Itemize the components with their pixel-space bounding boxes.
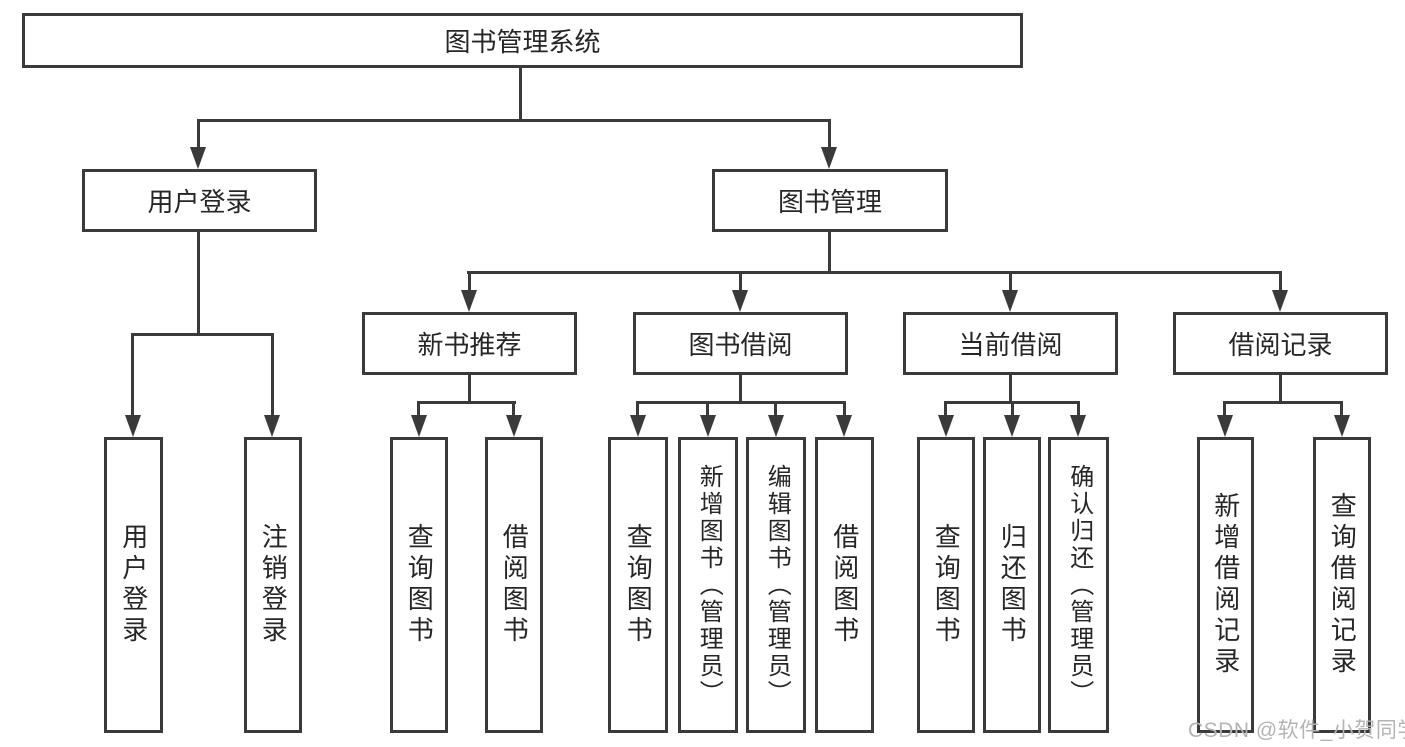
node-user-login: 用户登录 <box>82 169 317 232</box>
arrow-down-icon <box>700 415 716 437</box>
arrow-down-icon <box>836 415 852 437</box>
connector-line <box>1340 401 1343 416</box>
node-label: 新增借阅记录 <box>1210 492 1241 678</box>
leaf-br-query-record: 查询借阅记录 <box>1313 437 1371 733</box>
connector-line <box>1009 375 1012 404</box>
arrow-down-icon <box>264 415 280 437</box>
node-label: 查询图书 <box>404 523 435 647</box>
connector-line <box>828 119 831 150</box>
node-label: 查询图书 <box>931 523 962 647</box>
connector-line <box>467 271 1281 274</box>
leaf-nbr-borrow-books: 借阅图书 <box>485 437 543 733</box>
connector-line <box>1077 401 1080 416</box>
node-label: 用户登录 <box>118 523 149 647</box>
connector-line <box>519 68 522 122</box>
leaf-cb-confirm-return-admin: 确认归还（管理员） <box>1048 437 1109 733</box>
connector-line <box>944 401 947 416</box>
node-label: 新增图书（管理员） <box>695 463 723 707</box>
connector-line <box>1279 271 1282 292</box>
node-label: 图书借阅 <box>688 330 793 360</box>
arrow-down-icon <box>732 290 748 312</box>
arrow-down-icon <box>461 290 477 312</box>
leaf-bb-borrow-books: 借阅图书 <box>815 437 874 733</box>
node-label: 归还图书 <box>997 523 1028 647</box>
node-library-system: 图书管理系统 <box>22 13 1023 68</box>
connector-line <box>197 119 831 122</box>
node-label: 查询借阅记录 <box>1327 492 1358 678</box>
connector-line <box>843 401 846 416</box>
arrow-down-icon <box>1002 290 1018 312</box>
connector-line <box>417 401 516 404</box>
arrow-down-icon <box>1272 290 1288 312</box>
leaf-logout: 注销登录 <box>244 437 302 733</box>
node-book-borrowing: 图书借阅 <box>633 312 848 375</box>
connector-line <box>739 375 742 404</box>
connector-line <box>1223 401 1226 416</box>
node-current-borrowing: 当前借阅 <box>903 312 1118 375</box>
leaf-user-login: 用户登录 <box>104 437 163 733</box>
connector-line <box>1009 271 1012 292</box>
arrow-down-icon <box>630 415 646 437</box>
node-label: 编辑图书（管理员） <box>763 463 791 707</box>
leaf-cb-return-books: 归还图书 <box>983 437 1041 733</box>
connector-line <box>636 401 639 416</box>
node-label: 借阅图书 <box>499 523 530 647</box>
node-label: 注销登录 <box>258 523 289 647</box>
arrow-down-icon <box>125 415 141 437</box>
connector-line <box>512 401 515 416</box>
connector-line <box>197 119 200 150</box>
connector-line <box>131 333 274 336</box>
arrow-down-icon <box>821 147 837 169</box>
connector-line <box>131 333 134 415</box>
arrow-down-icon <box>411 415 427 437</box>
leaf-nbr-query-books: 查询图书 <box>390 437 448 733</box>
arrow-down-icon <box>506 415 522 437</box>
connector-line <box>706 401 709 416</box>
connector-line <box>1279 375 1282 404</box>
connector-line <box>468 375 471 404</box>
node-label: 新书推荐 <box>417 330 522 360</box>
connector-line <box>417 401 420 416</box>
connector-line <box>739 271 742 292</box>
node-book-management: 图书管理 <box>712 169 948 232</box>
node-label: 借阅图书 <box>829 523 860 647</box>
leaf-bb-edit-books-admin: 编辑图书（管理员） <box>746 437 806 733</box>
node-label: 借阅记录 <box>1228 330 1333 360</box>
arrow-down-icon <box>190 147 206 169</box>
arrow-down-icon <box>1334 415 1350 437</box>
leaf-br-add-record: 新增借阅记录 <box>1197 437 1254 733</box>
arrow-down-icon <box>1070 415 1086 437</box>
node-label: 图书管理 <box>777 187 882 217</box>
node-label: 当前借阅 <box>958 330 1063 360</box>
connector-line <box>271 333 274 415</box>
node-label: 确认归还（管理员） <box>1065 463 1093 707</box>
connector-line <box>197 232 200 336</box>
arrow-down-icon <box>938 415 954 437</box>
connector-line <box>828 232 831 274</box>
arrow-down-icon <box>1004 415 1020 437</box>
connector-line <box>774 401 777 416</box>
connector-line <box>468 271 471 292</box>
arrow-down-icon <box>768 415 784 437</box>
node-label: 图书管理系统 <box>444 27 601 57</box>
node-label: 用户登录 <box>147 187 252 217</box>
node-label: 查询图书 <box>623 523 654 647</box>
watermark: CSDN @软件_小贺同学 <box>1188 719 1405 742</box>
node-borrowing-records: 借阅记录 <box>1173 312 1388 375</box>
connector-line <box>636 401 846 404</box>
connector-line <box>1011 401 1014 416</box>
node-new-book-recommend: 新书推荐 <box>362 312 577 375</box>
leaf-cb-query-books: 查询图书 <box>917 437 975 733</box>
arrow-down-icon <box>1217 415 1233 437</box>
leaf-bb-add-books-admin: 新增图书（管理员） <box>678 437 738 733</box>
connector-line <box>1224 401 1343 404</box>
leaf-bb-query-books: 查询图书 <box>608 437 668 733</box>
